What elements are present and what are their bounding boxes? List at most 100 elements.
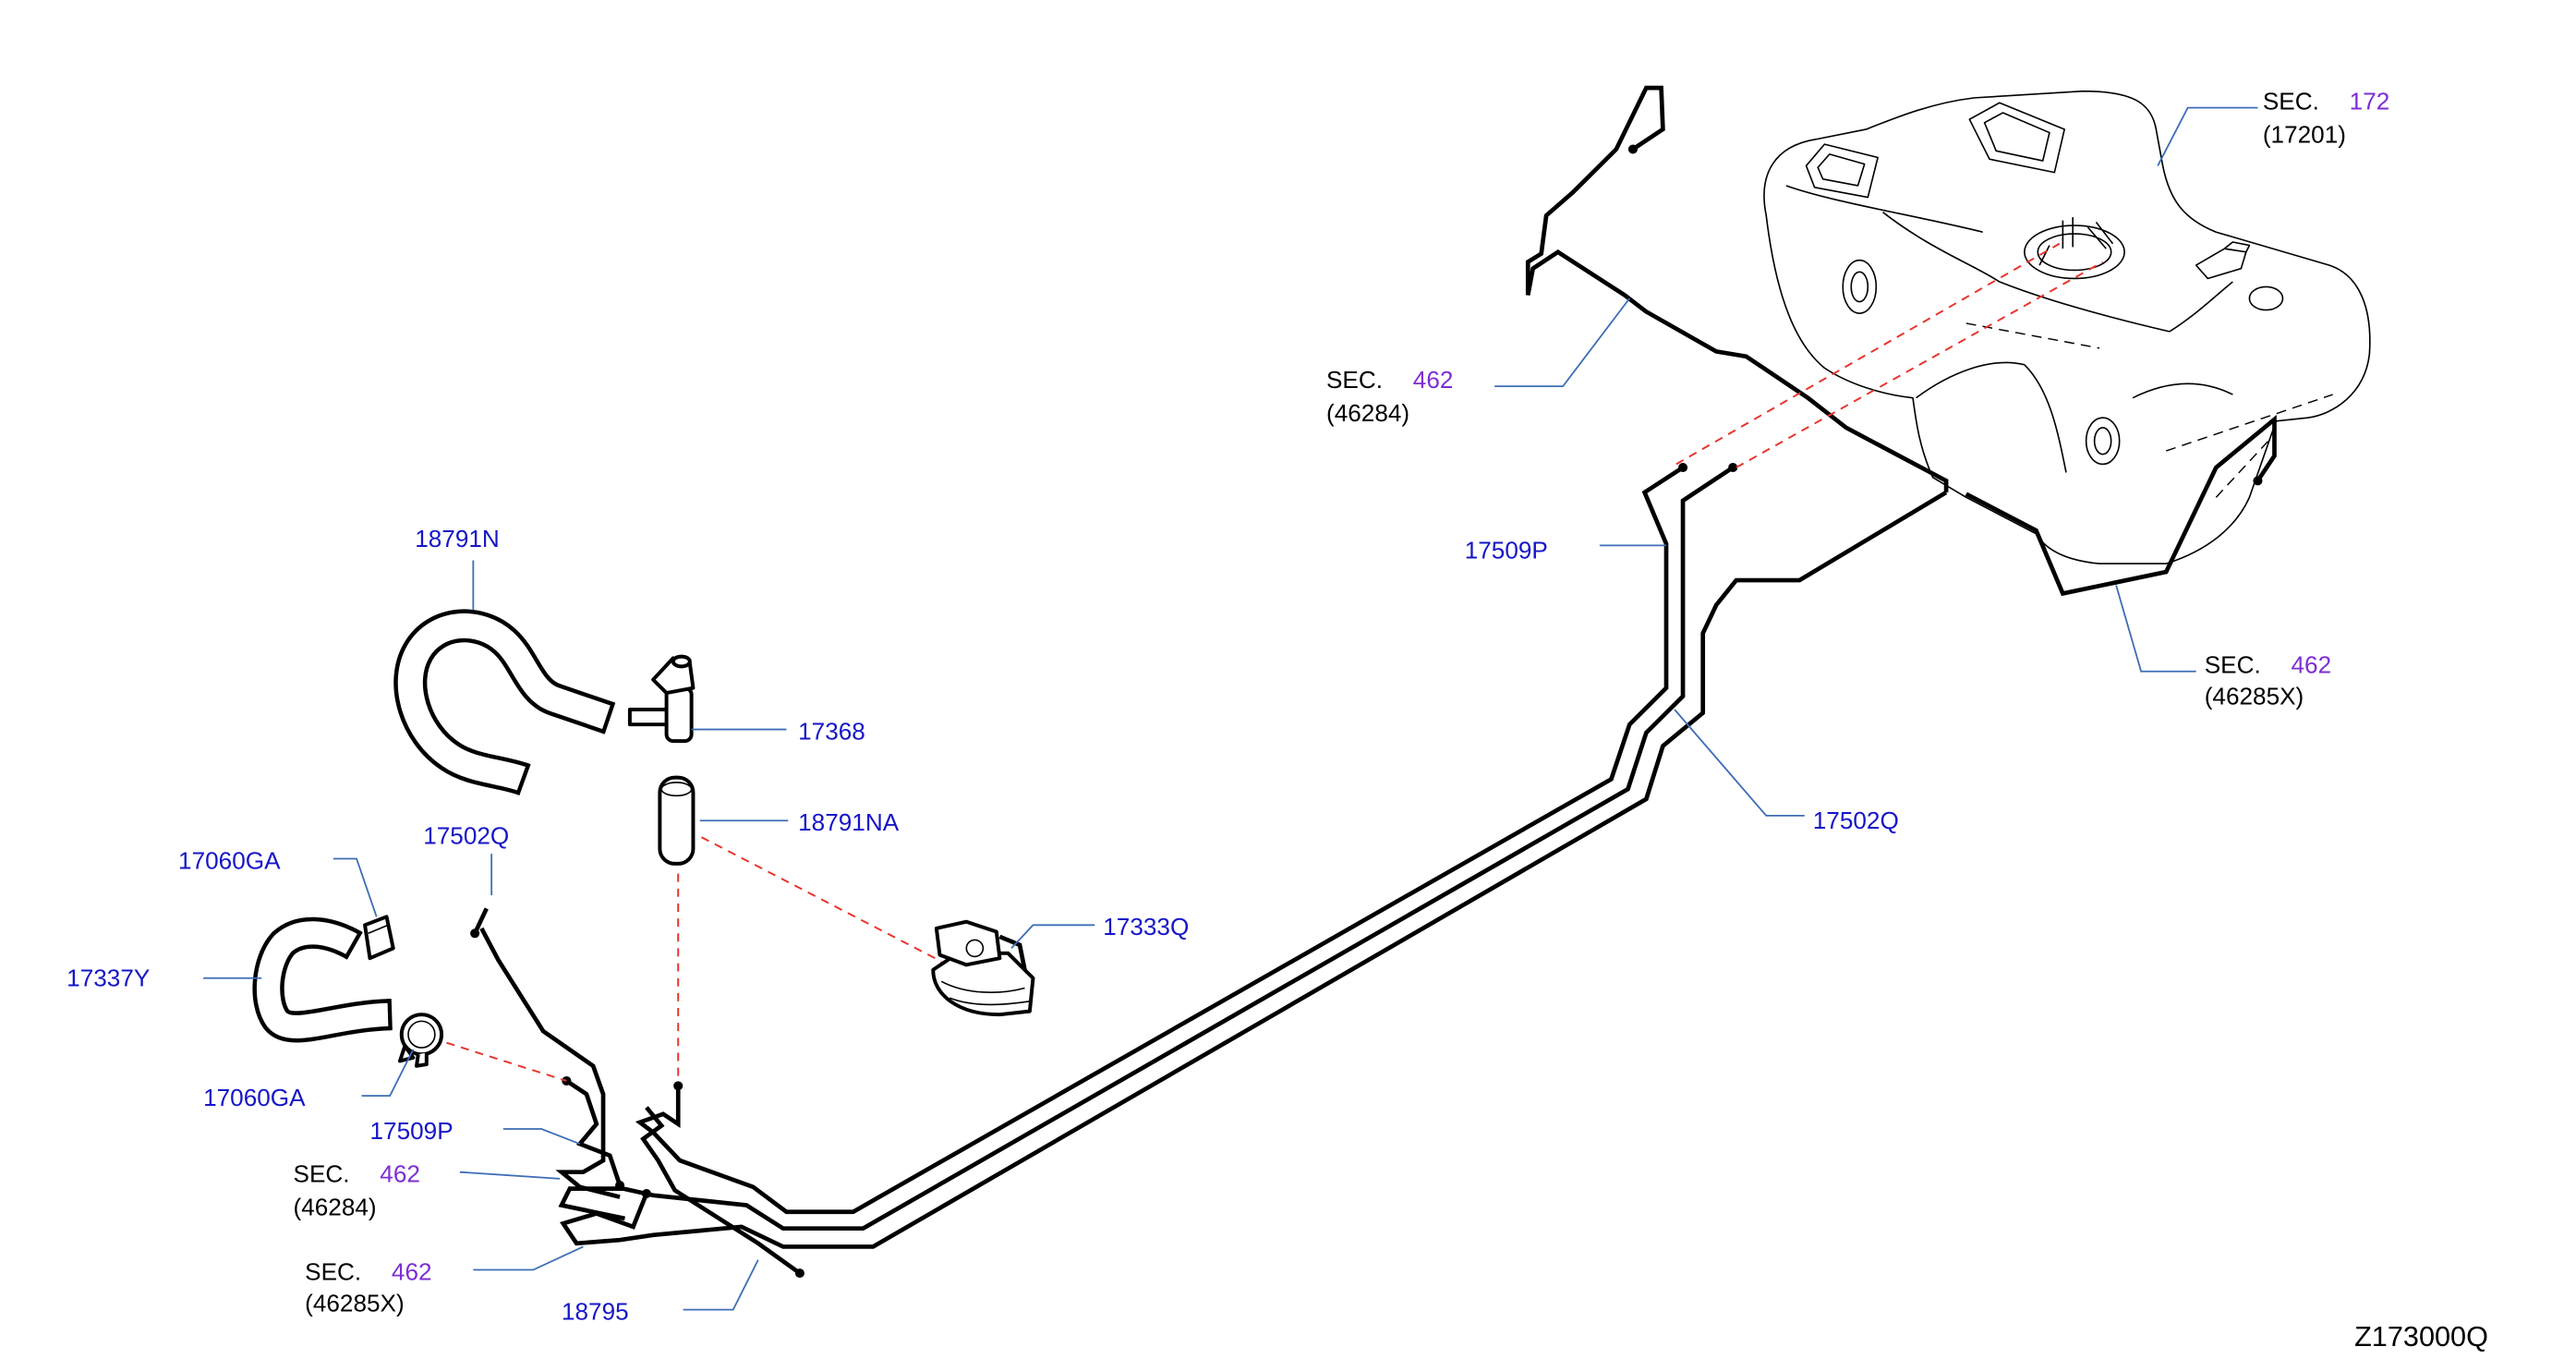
tube-end-dot <box>794 1268 804 1279</box>
tube-end-dot <box>641 1188 652 1199</box>
callout-section-ref: (46285X) <box>2205 683 2304 710</box>
leader-line-17333Q <box>1010 924 1095 950</box>
clamp-band <box>363 915 395 961</box>
callout-sec-prefix: SEC. <box>305 1257 361 1285</box>
clamp-17060GA-upper <box>363 915 395 961</box>
callout-section-ref: (17201) <box>2263 120 2346 148</box>
callout-section-number: 462 <box>380 1159 420 1187</box>
leader-line-sec-462-lower-b <box>473 1245 584 1271</box>
callout-part-17337Y: 17337Y <box>67 965 150 992</box>
tube-end-dot <box>1627 144 1638 154</box>
hose-end <box>515 762 531 795</box>
tank-boss-right <box>2248 285 2284 311</box>
tube-end-dot <box>1728 463 1738 473</box>
tube-17502Q <box>558 466 1735 1231</box>
callout-section-ref: (46285X) <box>305 1289 405 1316</box>
tube-end-dots <box>470 144 2263 1279</box>
tank-boss-left <box>1842 259 1878 314</box>
hose-end <box>387 999 393 1031</box>
leader-line-sec-462-upper <box>1494 297 1631 388</box>
callout-section-number: 172 <box>2350 87 2390 115</box>
dashed-link <box>701 836 942 963</box>
dashed-links <box>446 242 2104 1082</box>
tube-end-dot <box>615 1180 625 1191</box>
leader-line-17060GA-lower <box>361 1049 415 1098</box>
tube-17509P <box>635 466 1685 1215</box>
valve-body <box>664 686 694 744</box>
tube-assembly <box>473 85 2277 1276</box>
hose-end <box>600 701 616 734</box>
callout-part-18791N: 18791N <box>415 525 500 552</box>
leader-line-17502Q-upper <box>1674 709 1805 817</box>
dashed-link <box>1735 261 2104 468</box>
tank-filler-nozzle <box>2195 241 2251 280</box>
tank-recess-left-inner <box>1817 153 1866 187</box>
hose-18791NA <box>658 775 695 866</box>
tube-17509P-front <box>565 1079 623 1186</box>
fuel-tank <box>1763 90 2371 564</box>
canister-housing <box>931 951 1035 1017</box>
tube-17502Q-front <box>473 907 621 1199</box>
callout-section-ref: (46284) <box>1326 399 1409 427</box>
tank-boss-bottom-inner <box>2093 427 2112 455</box>
dashed-link <box>446 1041 567 1082</box>
fuel-pump-ports <box>2038 217 2114 266</box>
tube-46285X-main <box>560 490 1948 1249</box>
tank-boss-bottom <box>2085 417 2121 466</box>
clamp-ring-inner <box>407 1020 436 1049</box>
tube-46284-upper <box>1525 85 1949 492</box>
callout-part-17368: 17368 <box>798 717 865 745</box>
leader-line-18795 <box>683 1259 759 1311</box>
tube-end-dot <box>673 1081 683 1091</box>
straight-hose <box>658 775 695 866</box>
tank-hidden-edge <box>1965 322 2333 498</box>
callout-section-number: 462 <box>392 1257 432 1285</box>
callout-sec-prefix: SEC. <box>294 1159 350 1187</box>
hose-end <box>344 929 363 960</box>
tank-outline <box>1763 90 2371 564</box>
canister-ribs <box>940 980 1031 1006</box>
hose-18791N <box>393 609 616 795</box>
straight-hose-end <box>660 782 693 797</box>
leader-line-sec-462-right <box>2115 585 2196 673</box>
callout-labels: SEC. 172 (17201) SEC. 462 (46284) 17509P… <box>67 87 2488 1353</box>
valve-17368 <box>627 654 695 744</box>
callout-part-17509P-upper: 17509P <box>1465 537 1548 564</box>
callout-section-number: 462 <box>1413 366 1454 394</box>
hose-inner <box>397 613 612 792</box>
fuel-pump-flange <box>2024 224 2125 280</box>
tube-end-dot <box>2253 476 2263 486</box>
callout-part-17060GA-upper: 17060GA <box>178 846 281 874</box>
clamp-tab <box>397 1044 429 1068</box>
canister-port <box>965 939 985 958</box>
tube-18795-clip-run <box>640 1106 802 1276</box>
callout-part-17502Q-upper: 17502Q <box>1813 807 1899 834</box>
leader-lines <box>203 106 2258 1311</box>
tank-boss-left-inner <box>1850 271 1869 303</box>
canister-hose-stub <box>998 934 1027 971</box>
hose-17337Y <box>252 916 393 1043</box>
tube-end-dot <box>562 1075 572 1086</box>
leader-line-sec-462-lower-a <box>459 1171 561 1180</box>
callout-part-17509P-lower: 17509P <box>369 1117 453 1145</box>
leader-line-17509P-lower <box>502 1128 581 1145</box>
callout-part-17502Q-lower: 17502Q <box>423 821 509 849</box>
tank-recess-top <box>1968 102 2065 174</box>
tank-recess-left <box>1805 143 1879 199</box>
clamp-band-edge <box>368 924 389 935</box>
leader-line-sec-172 <box>2157 106 2258 166</box>
clamp-17060GA-lower <box>397 1013 444 1068</box>
callout-part-18795: 18795 <box>562 1297 629 1325</box>
callout-part-17060GA-lower: 17060GA <box>203 1084 306 1111</box>
canister-17333Q <box>931 919 1035 1017</box>
tank-recess-top-inner <box>1983 112 2050 162</box>
callout-section-number: 462 <box>2292 651 2332 679</box>
leader-line-17060GA-upper <box>333 857 378 917</box>
tank-ridge-lines <box>1785 185 2233 473</box>
callout-section-ref: (46284) <box>294 1193 377 1220</box>
callout-sec-prefix: SEC. <box>2263 87 2319 115</box>
callout-part-18791NA: 18791NA <box>798 808 900 836</box>
tube-46285X-right <box>1965 415 2277 597</box>
callout-sec-prefix: SEC. <box>2205 651 2261 679</box>
